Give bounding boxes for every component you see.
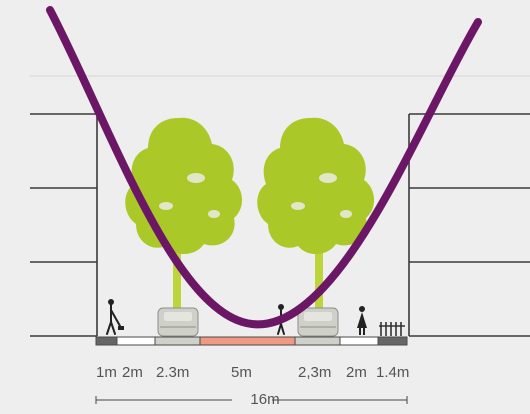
segment-label: 1m [96,364,117,381]
section-strip [95,336,408,346]
segment-label: 2m [346,364,367,381]
section-segment [199,336,296,346]
total-width-label: 16m [250,391,280,408]
right-parked-car-icon [297,307,339,337]
left-building [30,113,98,337]
segment-label: 1.4m [376,364,410,381]
pedestrian-with-dog-icon [106,299,124,335]
segment-label: 5m [231,364,252,381]
segment-label: 2m [122,364,143,381]
total-width-dimension-line [95,396,408,404]
section-segment [294,336,341,346]
section-segment [339,336,379,346]
segment-label: 2,3m [298,364,332,381]
section-segment [154,336,201,346]
left-parked-car-icon [157,307,199,337]
section-segment [95,336,118,346]
section-segment [116,336,156,346]
v-shape-curve [46,6,482,329]
section-segment [377,336,408,346]
segment-label: 2.3m [156,364,190,381]
right-building [408,113,530,337]
pedestrian-icon [277,304,285,335]
pedestrian-woman-icon [357,306,367,335]
left-tree-icon [125,117,243,338]
fence-icon [379,322,405,336]
right-tree-icon [257,117,375,338]
